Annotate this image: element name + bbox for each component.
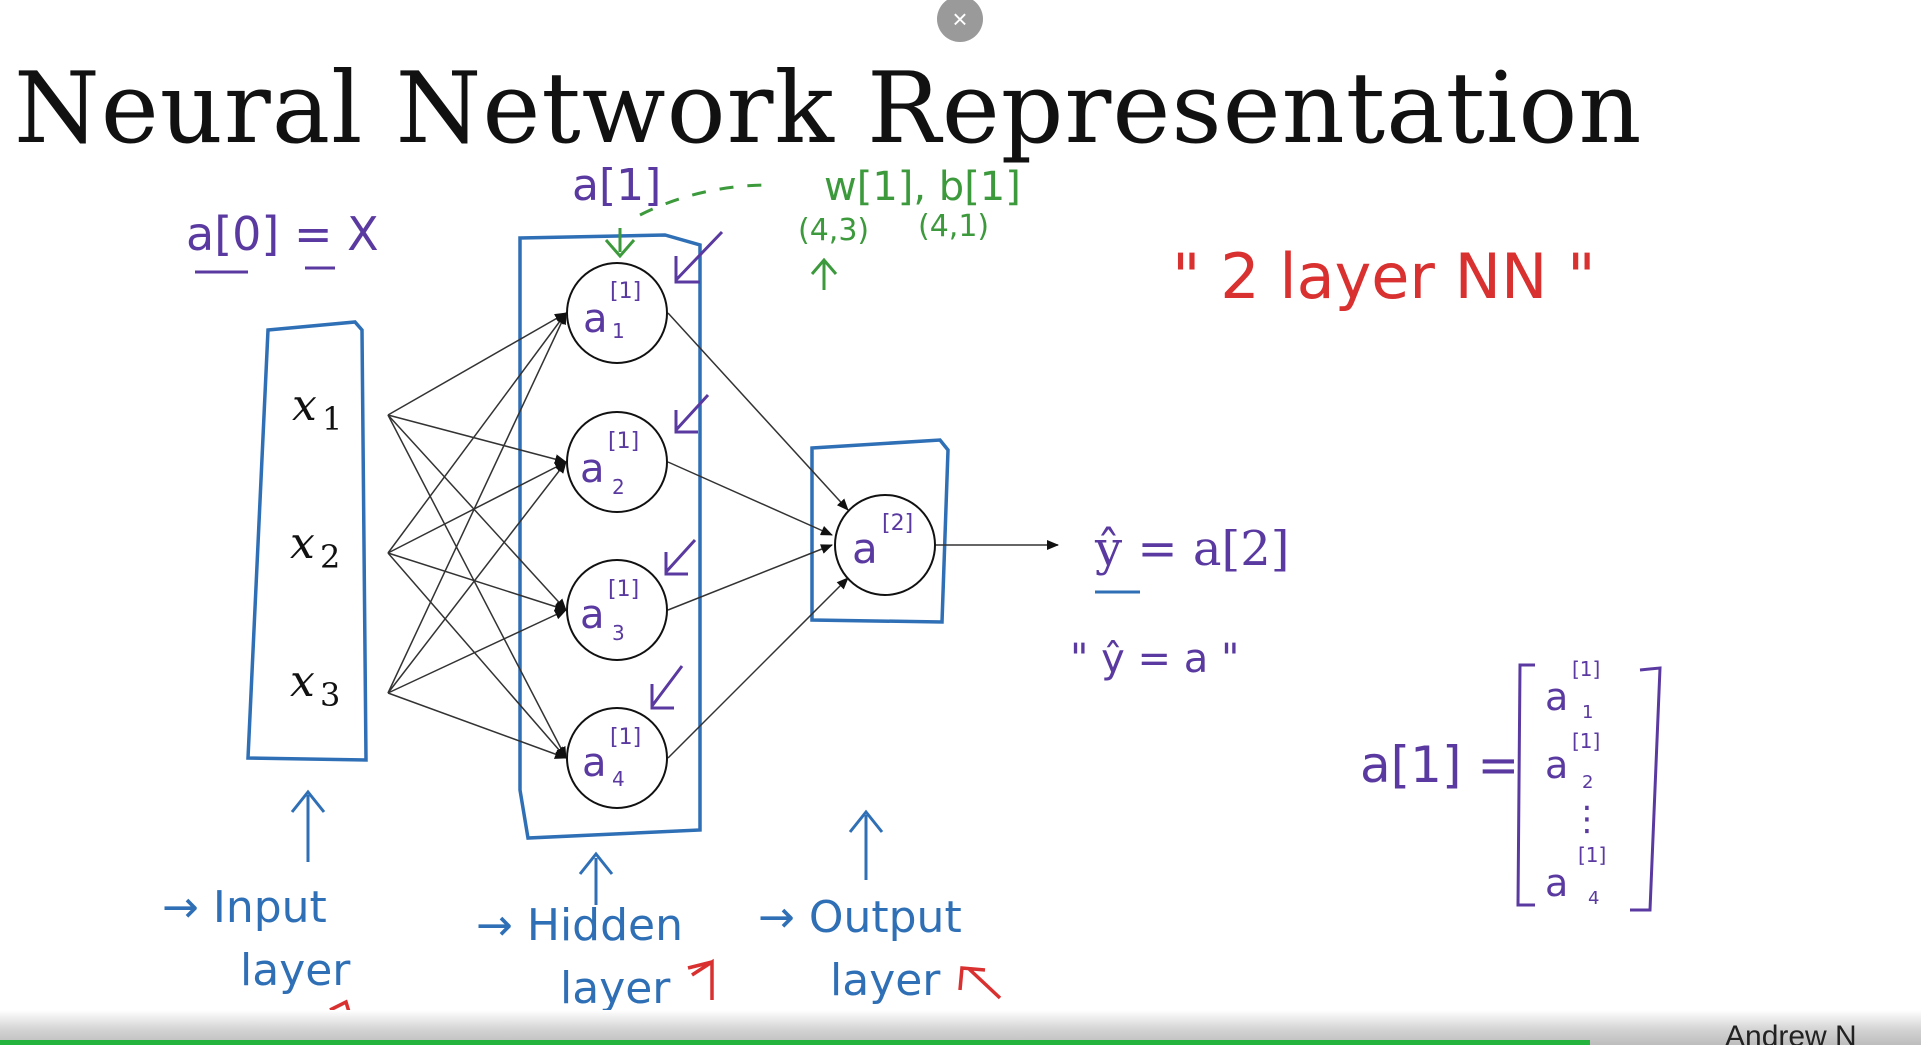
output-layer-label: → Output bbox=[758, 892, 962, 943]
video-progress-bar[interactable] bbox=[0, 1040, 1590, 1045]
hidden-node-tick-arrows bbox=[650, 230, 724, 710]
hidden-layer-label-2: layer bbox=[560, 963, 671, 1014]
vector-right-bracket bbox=[1630, 666, 1662, 912]
svg-text:[1]: [1] bbox=[608, 577, 639, 602]
output-layer-box bbox=[810, 438, 950, 624]
svg-text:4: 4 bbox=[1588, 888, 1599, 909]
annotation-two-layer-nn: " 2 layer NN " bbox=[1172, 240, 1596, 313]
annotation-a1-vector: a[1] = bbox=[1360, 736, 1519, 794]
annotation-b-shape: (4,1) bbox=[918, 209, 989, 244]
vector-entry-ellipsis: ⋮ bbox=[1570, 799, 1604, 839]
svg-text:a: a bbox=[580, 592, 605, 638]
svg-text:a: a bbox=[580, 446, 605, 492]
annotation-a0-equals-x: a[0] = X bbox=[186, 207, 379, 261]
svg-text:1: 1 bbox=[612, 319, 625, 343]
svg-text:2: 2 bbox=[612, 475, 625, 499]
svg-text:4: 4 bbox=[612, 767, 625, 791]
svg-text:1: 1 bbox=[322, 400, 342, 438]
network-edges bbox=[387, 312, 1059, 759]
vector-left-bracket bbox=[1516, 663, 1535, 907]
output-node: a [2] bbox=[834, 494, 936, 596]
input-x3: x 3 bbox=[290, 656, 340, 714]
input-layer-label: → Input bbox=[162, 882, 327, 933]
svg-text:3: 3 bbox=[612, 621, 625, 645]
presenter-watermark: Andrew N bbox=[1725, 1020, 1857, 1045]
svg-text:x: x bbox=[292, 380, 317, 431]
slide-title: Neural Network Representation bbox=[14, 52, 1643, 166]
svg-text:2: 2 bbox=[1582, 772, 1593, 793]
svg-text:a: a bbox=[1545, 675, 1568, 719]
svg-text:a: a bbox=[582, 740, 607, 786]
hidden-layer-label: → Hidden bbox=[476, 900, 683, 951]
vector-entry-4: a [1] 4 bbox=[1545, 843, 1606, 909]
hidden-node-4: a [1] 4 bbox=[566, 707, 668, 809]
annotation-a1-top: a[1] bbox=[572, 160, 661, 211]
svg-text:⋮: ⋮ bbox=[1570, 799, 1604, 839]
hidden-node-1: a [1] 1 bbox=[566, 262, 668, 364]
input-layer-box bbox=[246, 320, 368, 762]
svg-text:[1]: [1] bbox=[1572, 657, 1600, 681]
close-icon[interactable]: × bbox=[937, 0, 983, 42]
annotation-yhat-alias: " ŷ = a " bbox=[1070, 636, 1239, 682]
svg-text:[1]: [1] bbox=[608, 429, 639, 454]
vector-entry-2: a [1] 2 bbox=[1545, 729, 1600, 793]
svg-text:[1]: [1] bbox=[610, 279, 641, 304]
annotation-yhat-equals-a2: ŷ = a[2] bbox=[1094, 521, 1289, 577]
svg-text:3: 3 bbox=[320, 676, 340, 714]
svg-text:a: a bbox=[583, 296, 608, 342]
svg-text:a: a bbox=[852, 524, 878, 573]
annotation-w-shape: (4,3) bbox=[798, 213, 869, 248]
svg-text:[2]: [2] bbox=[882, 511, 913, 536]
input-x1: x 1 bbox=[292, 380, 342, 438]
svg-text:x: x bbox=[290, 656, 315, 707]
svg-text:[1]: [1] bbox=[1578, 843, 1606, 867]
input-x2: x 2 bbox=[290, 518, 340, 576]
svg-text:[1]: [1] bbox=[610, 725, 641, 750]
hidden-node-2: a [1] 2 bbox=[566, 411, 668, 513]
svg-text:a: a bbox=[1545, 861, 1568, 905]
svg-text:a: a bbox=[1545, 743, 1568, 787]
output-layer-label-2: layer bbox=[830, 955, 941, 1006]
hidden-node-3: a [1] 3 bbox=[566, 559, 668, 661]
annotation-w1-b1: w[1], b[1] bbox=[824, 164, 1021, 210]
video-control-bar bbox=[0, 1010, 1921, 1045]
svg-text:1: 1 bbox=[1582, 702, 1593, 723]
hidden-layer-box bbox=[518, 233, 702, 840]
svg-text:x: x bbox=[290, 518, 315, 569]
vector-entry-1: a [1] 1 bbox=[1545, 657, 1600, 723]
input-layer-label-2: layer bbox=[240, 945, 351, 996]
svg-text:2: 2 bbox=[320, 538, 340, 576]
svg-text:[1]: [1] bbox=[1572, 729, 1600, 753]
